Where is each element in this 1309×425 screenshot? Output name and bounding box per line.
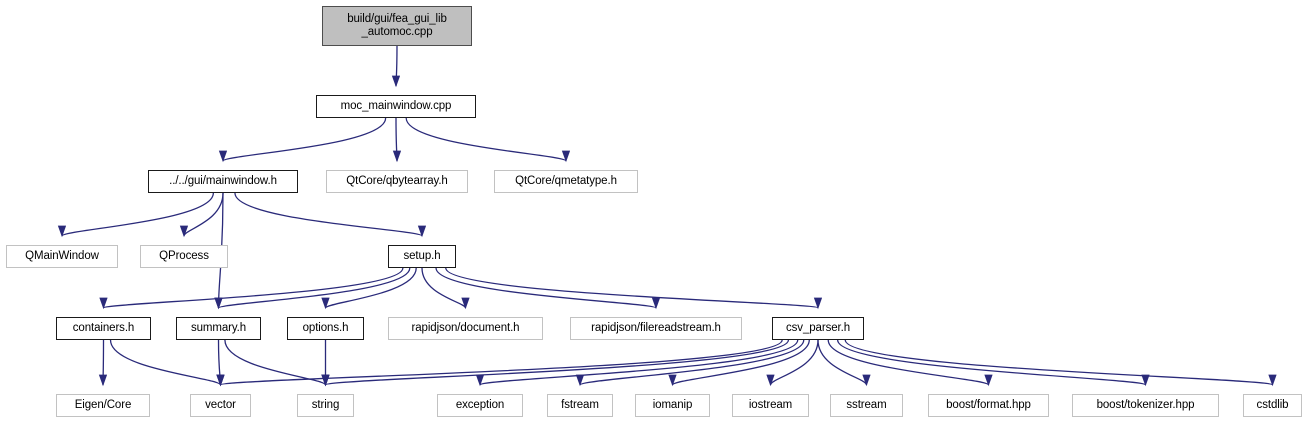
graph-edge-csvparser-to-exception — [476, 339, 799, 387]
graph-edge-csvparser-to-string — [322, 339, 790, 387]
graph-node-boostformat[interactable]: boost/format.hpp — [928, 394, 1049, 417]
graph-node-cstdlib[interactable]: cstdlib — [1243, 394, 1302, 417]
graph-edge-mainwindow-to-qprocess — [179, 192, 224, 238]
graph-node-qbytearray[interactable]: QtCore/qbytearray.h — [326, 170, 468, 193]
graph-node-rjdocument[interactable]: rapidjson/document.h — [388, 317, 543, 340]
graph-node-summary[interactable]: summary.h — [176, 317, 261, 340]
graph-node-vector[interactable]: vector — [190, 394, 251, 417]
graph-node-boosttoken[interactable]: boost/tokenizer.hpp — [1072, 394, 1219, 417]
graph-edge-moc-to-mainwindow — [219, 117, 387, 163]
graph-node-mainwindow[interactable]: ../../gui/mainwindow.h — [148, 170, 298, 193]
graph-edge-summary-to-string — [224, 339, 330, 387]
graph-node-containers[interactable]: containers.h — [56, 317, 151, 340]
graph-edge-setup-to-csvparser — [445, 267, 822, 310]
graph-node-root[interactable]: build/gui/fea_gui_lib _automoc.cpp — [322, 6, 472, 46]
graph-node-csvparser[interactable]: csv_parser.h — [772, 317, 864, 340]
graph-edge-setup-to-options — [321, 267, 417, 310]
graph-node-qmetatype[interactable]: QtCore/qmetatype.h — [494, 170, 638, 193]
graph-edge-mainwindow-to-setup — [234, 192, 426, 238]
graph-node-options[interactable]: options.h — [287, 317, 364, 340]
graph-edge-csvparser-to-boosttoken — [837, 339, 1150, 387]
graph-node-iomanip[interactable]: iomanip — [635, 394, 710, 417]
graph-edge-csvparser-to-iostream — [766, 339, 819, 387]
graph-edge-csvparser-to-fstream — [576, 339, 805, 387]
graph-edge-summary-to-vector — [216, 339, 225, 387]
graph-node-eigen[interactable]: Eigen/Core — [56, 394, 150, 417]
graph-edge-setup-to-summary — [214, 267, 411, 310]
graph-edge-csvparser-to-cstdlib — [844, 339, 1277, 387]
graph-node-setup[interactable]: setup.h — [388, 245, 456, 268]
graph-node-string[interactable]: string — [297, 394, 354, 417]
graph-edge-csvparser-to-sstream — [817, 339, 871, 387]
graph-edge-moc-to-qmetatype — [405, 117, 570, 163]
graph-node-exception[interactable]: exception — [437, 394, 523, 417]
graph-edge-moc-to-qbytearray — [392, 117, 402, 163]
graph-node-qprocess[interactable]: QProcess — [140, 245, 228, 268]
graph-node-moc[interactable]: moc_mainwindow.cpp — [316, 95, 476, 118]
graph-node-qmainwindow[interactable]: QMainWindow — [6, 245, 118, 268]
graph-edge-mainwindow-to-qmainwindow — [58, 192, 214, 238]
graph-edge-setup-to-rjfileread — [435, 267, 660, 310]
graph-edge-setup-to-containers — [99, 267, 404, 310]
graph-edge-containers-to-vector — [109, 339, 225, 387]
graph-edge-csvparser-to-iomanip — [668, 339, 810, 387]
graph-edge-csvparser-to-boostformat — [827, 339, 993, 387]
graph-node-iostream[interactable]: iostream — [732, 394, 809, 417]
graph-node-fstream[interactable]: fstream — [547, 394, 613, 417]
graph-edge-setup-to-rjdocument — [421, 267, 470, 310]
graph-edge-root-to-moc — [391, 45, 401, 88]
graph-edge-containers-to-eigen — [98, 339, 108, 387]
graph-node-rjfileread[interactable]: rapidjson/filereadstream.h — [570, 317, 742, 340]
graph-edge-csvparser-to-vector — [217, 339, 783, 387]
graph-node-sstream[interactable]: sstream — [830, 394, 903, 417]
